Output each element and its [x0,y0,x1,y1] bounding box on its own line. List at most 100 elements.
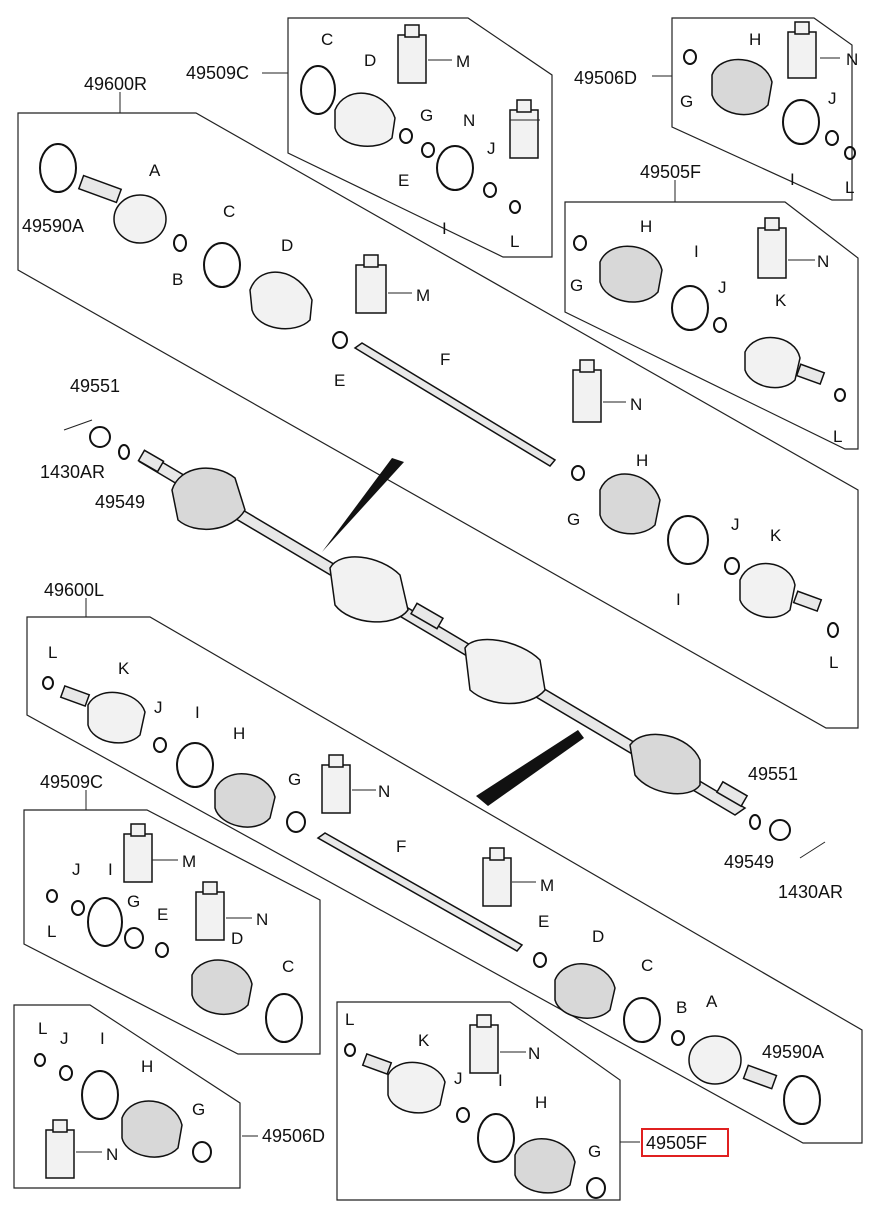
label-E: E [334,371,345,390]
part-group-49509C-bot [46,823,303,1043]
label-A: A [149,161,161,180]
label-C: C [321,30,333,49]
label-J: J [454,1069,463,1088]
label-J: J [60,1029,69,1048]
label-49506D-top: 49506D [574,68,637,88]
label-L: L [48,643,57,662]
label-G: G [680,92,693,111]
part-group-49506D-bot [34,1053,212,1179]
label-G: G [288,770,301,789]
label-I: I [694,242,699,261]
leader-lines [76,57,840,1153]
part-group-49600R [39,143,839,638]
label-N: N [846,50,858,69]
label-49509C-bot: 49509C [40,772,103,792]
label-I: I [195,703,200,722]
label-C: C [641,956,653,975]
label-F: F [440,350,450,369]
part-group-49600L [42,676,826,1125]
highlight-box-49505F [641,1128,729,1157]
frame-49505F-bot [336,1001,621,1201]
label-49505F-bot: 49505F [646,1133,707,1153]
label-A: A [706,992,718,1011]
label-K: K [775,291,787,310]
label-J: J [487,139,496,158]
part-group-49509C-top [300,24,539,214]
label-N: N [106,1145,118,1164]
label-I: I [442,219,447,238]
label-G: G [570,276,583,295]
label-L: L [47,922,56,941]
label-M: M [182,852,196,871]
label-I: I [498,1071,503,1090]
label-H: H [636,451,648,470]
label-C: C [223,202,235,221]
labels: 49600R 49509C 49506D 49505F 49590A 49551… [22,30,858,1164]
label-D: D [231,929,243,948]
label-49551-bot: 49551 [748,764,798,784]
frame-49509C-top [287,17,553,258]
label-N: N [256,910,268,929]
label-I: I [108,860,113,879]
label-49551-top: 49551 [70,376,120,396]
label-N: N [528,1044,540,1063]
label-49506D-bot: 49506D [262,1126,325,1146]
label-K: K [770,526,782,545]
label-49505F-top: 49505F [640,162,701,182]
label-N: N [817,252,829,271]
label-49600L: 49600L [44,580,104,600]
frame-49600L [26,616,863,1144]
label-M: M [540,876,554,895]
label-49509C-top: 49509C [186,63,249,83]
label-49549-top: 49549 [95,492,145,512]
label-49600R: 49600R [84,74,147,94]
label-H: H [640,217,652,236]
label-L: L [510,232,519,251]
label-J: J [828,89,837,108]
label-M: M [416,286,430,305]
frame-49506D-top [671,17,853,201]
frame-49600R [17,112,859,729]
label-G: G [420,106,433,125]
label-C: C [282,957,294,976]
label-L: L [829,653,838,672]
label-L: L [833,427,842,446]
label-D: D [281,236,293,255]
label-L: L [845,178,854,197]
label-I: I [790,170,795,189]
label-D: D [364,51,376,70]
label-G: G [192,1100,205,1119]
label-G: G [567,510,580,529]
frame-49506D-bot [13,1004,241,1189]
label-B: B [172,270,183,289]
part-group-49505F-bot [344,1014,606,1199]
label-I: I [676,590,681,609]
label-K: K [118,659,130,678]
leader-arrow-top [322,458,404,552]
label-E: E [398,171,409,190]
label-G: G [588,1142,601,1161]
label-49590A-top: 49590A [22,216,84,236]
label-F: F [396,837,406,856]
label-B: B [676,998,687,1017]
part-group-49505F-top [573,217,846,402]
label-1430AR-bot: 1430AR [778,882,843,902]
assembled-shaft [137,449,749,816]
label-H: H [233,724,245,743]
label-J: J [154,698,163,717]
label-H: H [535,1093,547,1112]
label-D: D [592,927,604,946]
label-L: L [345,1010,354,1029]
label-H: H [141,1057,153,1076]
label-M: M [456,52,470,71]
label-N: N [378,782,390,801]
label-J: J [731,515,740,534]
label-1430AR-top: 1430AR [40,462,105,482]
label-N: N [630,395,642,414]
label-J: J [72,860,81,879]
label-49549-bot: 49549 [724,852,774,872]
label-K: K [418,1031,430,1050]
label-L: L [38,1019,47,1038]
frame-49509C-bot [23,809,321,1055]
